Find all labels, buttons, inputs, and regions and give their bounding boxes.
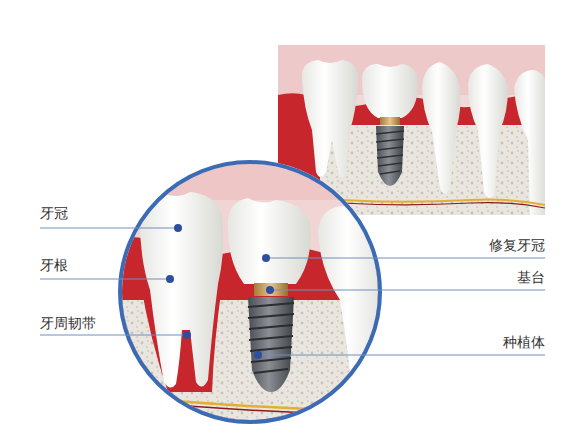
part-label: 牙根 bbox=[40, 257, 68, 273]
part-label: 修复牙冠 bbox=[489, 237, 545, 253]
part-label: 牙冠 bbox=[40, 205, 68, 221]
part-label: 牙周韧带 bbox=[40, 315, 96, 331]
leader-lines bbox=[40, 228, 545, 355]
part-label: 基台 bbox=[517, 269, 545, 285]
part-label: 种植体 bbox=[503, 334, 545, 350]
leader-dots bbox=[166, 224, 274, 359]
